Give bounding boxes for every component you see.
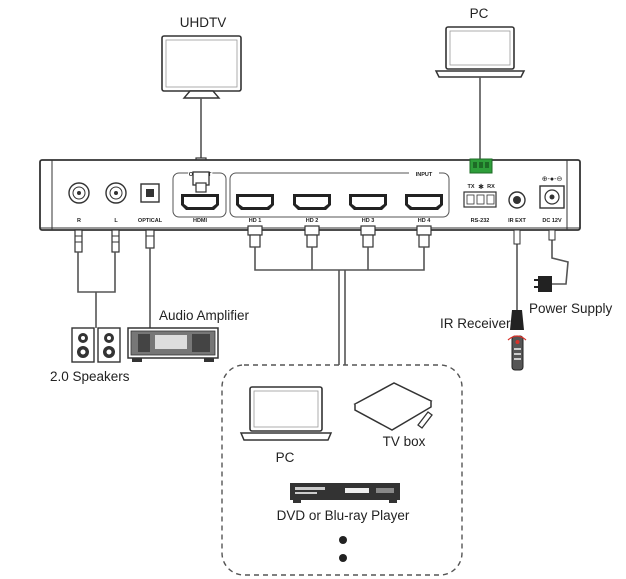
pc-top-label: PC: [470, 6, 489, 21]
rca-jack-l: [105, 182, 127, 204]
uhdtv-device: [161, 35, 242, 99]
ground-symbol: ✱: [478, 183, 484, 191]
rx-label: RX: [487, 184, 495, 190]
tv-box-label: TV box: [383, 434, 426, 449]
dc12v-label: DC 12V: [542, 218, 562, 224]
ir-cable: [513, 229, 521, 310]
dvd-player-device: [290, 483, 400, 503]
hd4-label: HD 4: [418, 218, 431, 224]
dvd-player-label: DVD or Blu-ray Player: [277, 508, 410, 523]
input-label: INPUT: [416, 172, 433, 178]
hdmi-input-cables: [247, 225, 432, 365]
rs232-label: RS-232: [471, 218, 490, 224]
rs232-port: [463, 191, 497, 208]
svg-text:⊕-●-⊖: ⊕-●-⊖: [542, 176, 563, 183]
hd2-label: HD 2: [306, 218, 319, 224]
uhdtv-label: UHDTV: [180, 15, 227, 30]
ir-receiver-label: IR Receiver: [440, 316, 511, 331]
dc-cable: [548, 229, 569, 285]
hd1-label: HD 1: [249, 218, 262, 224]
hdmi-input-port-4: [405, 194, 443, 210]
optical-port: [140, 183, 160, 203]
rca-r-label: R: [77, 218, 81, 224]
hdmi-input-port-3: [349, 194, 387, 210]
hdmi-input-port-1: [236, 194, 274, 210]
optical-label: OPTICAL: [138, 218, 163, 224]
rca-jack-r: [68, 182, 90, 204]
speakers-device: [71, 327, 121, 363]
pc-laptop-top: [434, 26, 526, 78]
tv-box-device: [353, 382, 433, 431]
rs232-green-connector: [469, 158, 493, 174]
more-devices-dot-2: [339, 554, 347, 562]
power-supply-device: [534, 276, 552, 292]
pc-bottom-label: PC: [276, 450, 295, 465]
dc-power-port: ⊕-●-⊖: [539, 176, 565, 209]
hdmi-output-label: HDMI: [193, 218, 208, 224]
power-supply-label: Power Supply: [529, 301, 613, 316]
hdmi-output-plug: [192, 171, 210, 193]
hdmi-output-port: [181, 194, 219, 210]
audio-amplifier-label: Audio Amplifier: [159, 308, 250, 323]
rca-cables: [74, 229, 120, 328]
optical-cable: [145, 229, 155, 328]
audio-amplifier-device: [127, 327, 219, 362]
ir-receiver-device: [507, 310, 527, 371]
ir-ext-label: IR EXT: [508, 218, 526, 224]
pc-laptop-bottom: [239, 386, 333, 441]
hdmi-input-port-2: [293, 194, 331, 210]
more-devices-dot-1: [339, 536, 347, 544]
tx-label: TX: [467, 184, 474, 190]
input-section: [229, 170, 450, 218]
hd3-label: HD 3: [362, 218, 375, 224]
rca-l-label: L: [114, 218, 118, 224]
speakers-label: 2.0 Speakers: [50, 369, 130, 384]
ir-ext-jack: [508, 191, 526, 209]
